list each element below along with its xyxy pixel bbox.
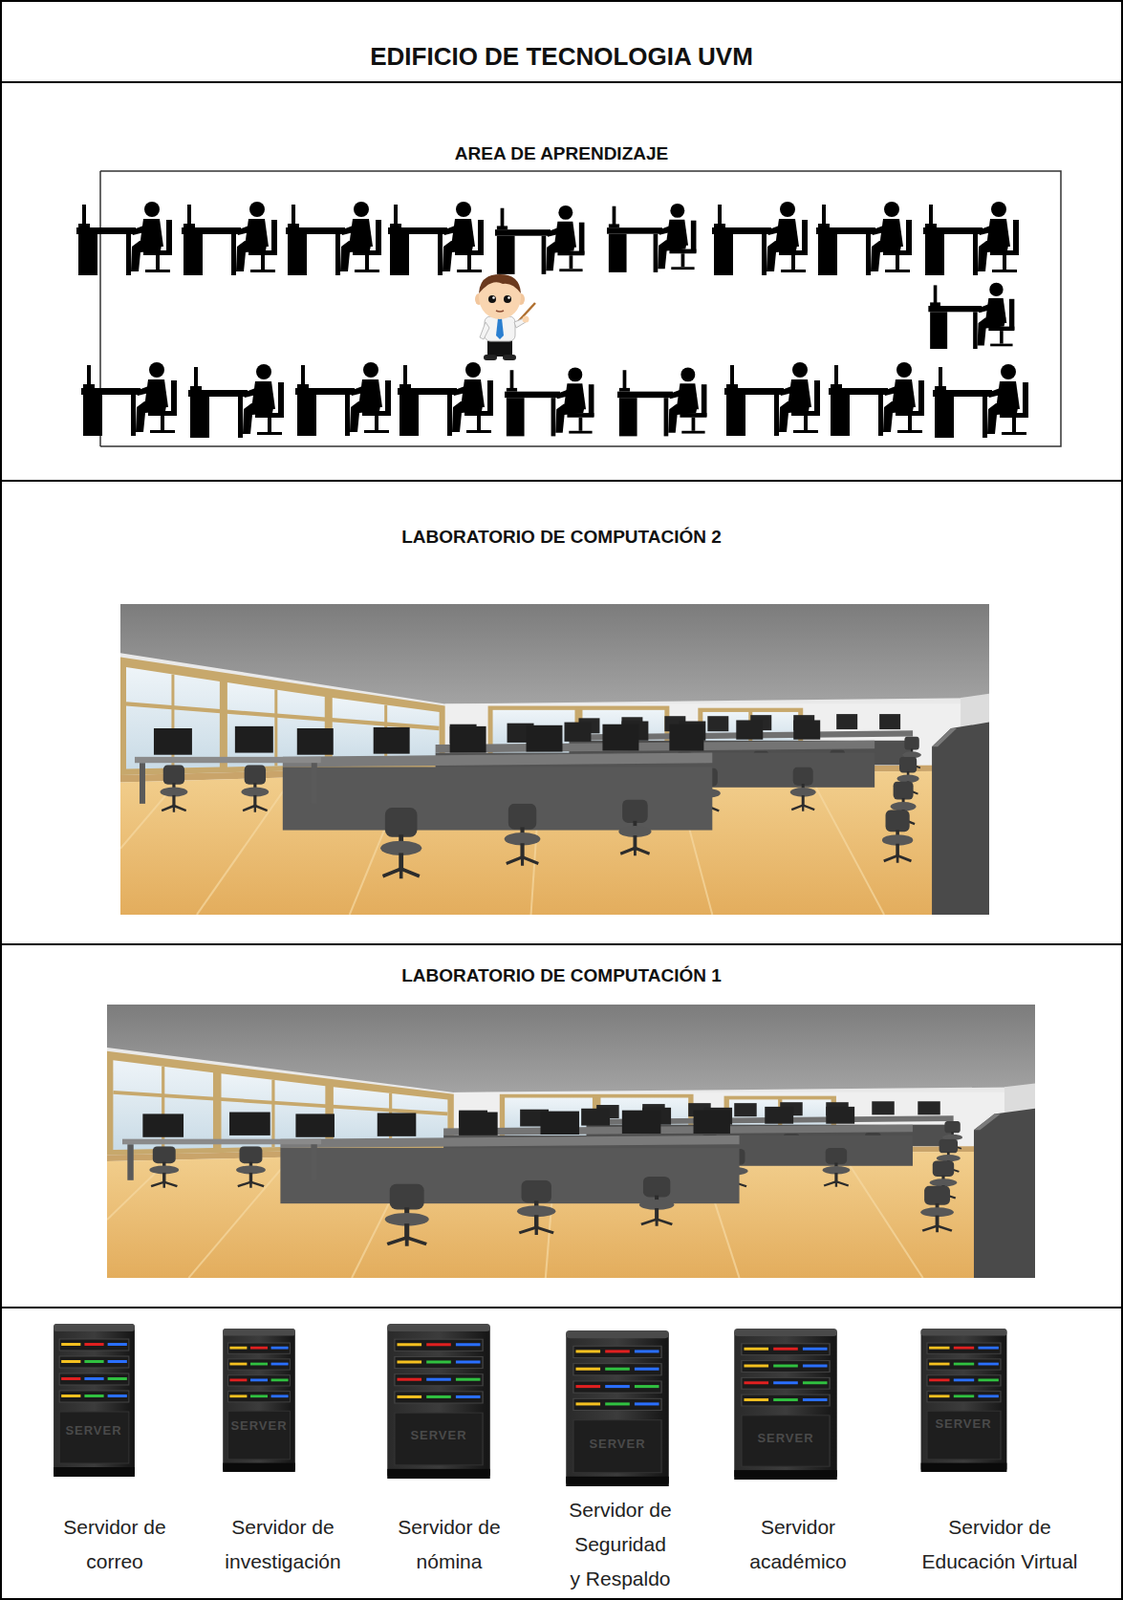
server-node: Servidor de nómina <box>387 1490 512 1599</box>
server-icon <box>565 1330 670 1487</box>
student-workstation <box>617 367 707 436</box>
server-icon <box>734 1328 838 1480</box>
student-workstation <box>397 362 494 436</box>
server-icon <box>222 1328 296 1472</box>
server-brand-text: SERVER <box>211 1418 307 1434</box>
student-workstation <box>388 201 484 276</box>
student-workstation <box>181 201 278 276</box>
room-heading: LABORATORIO DE COMPUTACIÓN 2 <box>0 525 1123 549</box>
server-brand-text: SERVER <box>569 1436 666 1452</box>
student-workstation <box>828 362 925 436</box>
server-icon <box>921 1328 1008 1472</box>
student-workstation <box>928 282 1015 349</box>
server-label: Servidor de investigación <box>217 1510 348 1579</box>
server-icon <box>387 1323 491 1479</box>
room-band: LABORATORIO DE COMPUTACIÓN 1 <box>0 943 1123 1308</box>
server-brand-text: SERVER <box>915 1416 1012 1432</box>
server-label: Servidor de Educación Virtual <box>915 1510 1084 1579</box>
server-node: Servidor de correo <box>52 1490 177 1599</box>
server-label: Servidor de Seguridad y Respaldo <box>567 1492 673 1597</box>
server-icons <box>53 1323 1007 1487</box>
server-label: Servidor de nómina <box>387 1510 512 1579</box>
student-workstation <box>923 201 1019 276</box>
section-divider <box>0 1306 1123 1309</box>
student-workstation <box>504 367 594 436</box>
computer-lab-render <box>120 604 990 915</box>
server-node: Servidor académico <box>740 1490 856 1599</box>
student-workstation <box>285 201 382 276</box>
server-node: Servidor de investigación <box>217 1490 348 1599</box>
server-brand-text: SERVER <box>390 1427 487 1444</box>
student-workstation <box>188 364 284 438</box>
teacher-figure <box>475 274 536 361</box>
learning-area-art <box>76 171 1061 447</box>
server-brand-text: SERVER <box>45 1423 142 1439</box>
student-workstation <box>495 205 584 275</box>
diagram-title: EDIFICIO DE TECNOLOGIA UVM <box>0 42 1123 71</box>
server-label: Servidor académico <box>740 1510 856 1579</box>
student-workstation <box>606 203 696 273</box>
room-heading: AREA DE APRENDIZAJE <box>0 142 1123 166</box>
student-workstation <box>816 201 912 276</box>
room-heading: LABORATORIO DE COMPUTACIÓN 1 <box>0 964 1123 988</box>
student-workstation <box>932 364 1029 438</box>
server-label: Servidor de correo <box>52 1510 177 1579</box>
server-node: Servidor de Educación Virtual <box>915 1490 1084 1599</box>
server-brand-text: SERVER <box>737 1430 834 1447</box>
student-workstation <box>76 201 173 276</box>
student-workstation <box>712 201 808 276</box>
student-workstation <box>295 362 391 436</box>
student-workstation <box>724 362 821 436</box>
room-band: LABORATORIO DE COMPUTACIÓN 2 <box>0 479 1123 944</box>
server-node: Servidor de Seguridad y Respaldo <box>567 1490 673 1599</box>
server-icon <box>53 1323 135 1477</box>
student-workstation <box>81 362 177 436</box>
classroom-outline <box>100 171 1061 447</box>
computer-lab-render <box>107 1004 1036 1278</box>
room-band: AREA DE APRENDIZAJE <box>0 81 1123 480</box>
